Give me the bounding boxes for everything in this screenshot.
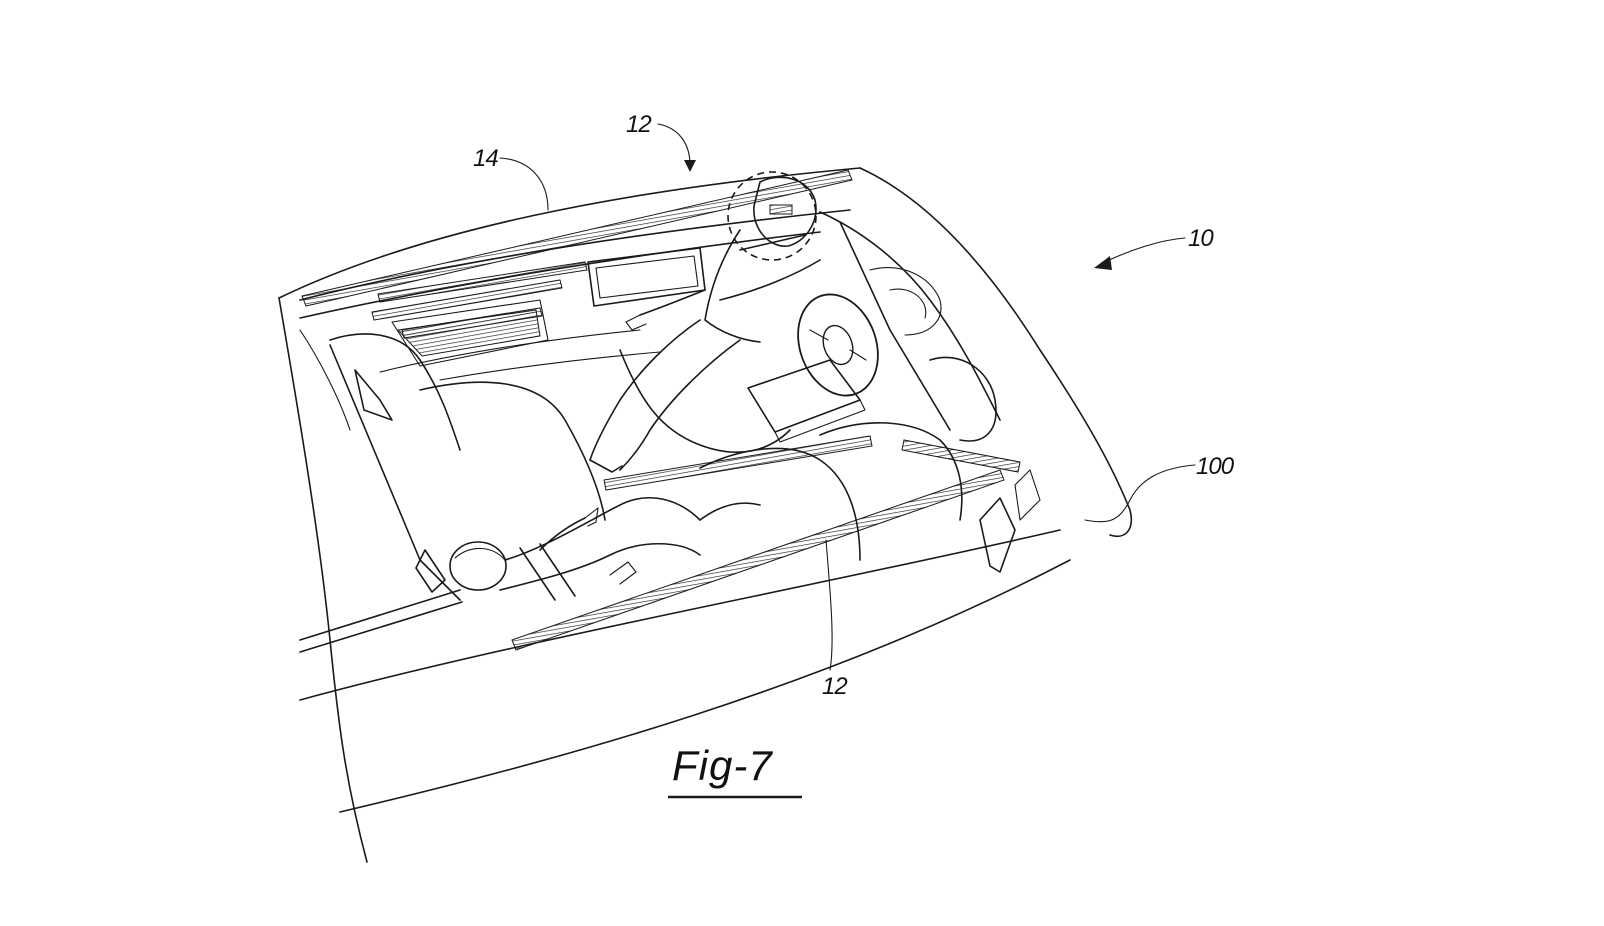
vehicle-body: [278, 167, 1132, 863]
light-strip-dash-1: [377, 261, 588, 303]
light-strip-right: [901, 439, 1021, 473]
arrow-head-12-top: [684, 160, 696, 172]
dashboard: [299, 169, 853, 381]
ref-label-12-bottom: 12: [822, 673, 847, 700]
rear-seats: [329, 333, 963, 601]
ref-label-12-top: 12: [626, 111, 651, 138]
figure-caption: Fig-7: [672, 742, 773, 789]
light-strips-12: [511, 435, 1021, 651]
ref-label-10: 10: [1188, 225, 1214, 252]
rear-occupant: [299, 497, 761, 653]
ref-label-100: 100: [1196, 453, 1235, 480]
leader-lines: [499, 123, 1196, 671]
front-occupant: [589, 171, 821, 473]
center-console: [747, 359, 866, 443]
light-strip-lower-long: [511, 469, 1005, 651]
light-strip-14: [301, 169, 853, 307]
ref-label-14: 14: [473, 145, 498, 172]
arrow-head-10: [1094, 256, 1112, 270]
light-strip-lower-mid: [603, 435, 873, 491]
driver-console: [819, 211, 1001, 442]
steering-wheel: [797, 293, 879, 397]
light-strip-dash-2: [371, 279, 563, 321]
side-mirror: [979, 469, 1041, 573]
